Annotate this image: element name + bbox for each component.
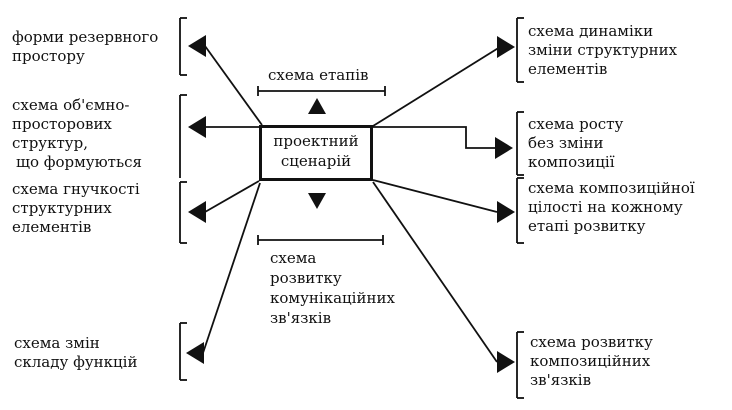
right-label-4: схема розвитку композиційних зв'язків xyxy=(530,333,653,390)
arrowhead-left-2 xyxy=(188,116,206,138)
bracket-right-4 xyxy=(516,331,524,399)
left-label-2-line1: схема об'ємно- xyxy=(12,96,130,114)
right-label-1-line2: зміни структурних xyxy=(528,41,678,59)
arrowhead-right-4 xyxy=(497,351,515,373)
left-label-2-line2: просторових xyxy=(12,115,112,133)
right-label-1-line1: схема динаміки xyxy=(528,22,654,40)
left-label-2-line4: що формуються xyxy=(16,153,142,171)
left-label-4-line2: складу функцій xyxy=(14,353,138,371)
left-label-1-line2: простору xyxy=(12,47,85,65)
arrowhead-right-1 xyxy=(497,36,515,58)
connector-right-3 xyxy=(372,179,498,213)
bottom-label: схема розвитку комунікаційних зв'язків xyxy=(270,248,395,328)
bracket-left-3 xyxy=(179,181,187,244)
connector-right-2 xyxy=(373,126,495,149)
bottom-label-line2: розвитку xyxy=(270,269,342,287)
arrowhead-right-3 xyxy=(497,201,515,223)
bracket-left-1 xyxy=(179,17,187,76)
left-label-3-line2: структурних xyxy=(12,199,112,217)
arrowhead-left-4 xyxy=(186,342,204,364)
right-label-3-line3: етапі розвитку xyxy=(528,217,646,235)
left-label-2: схема об'ємно- просторових структур, що … xyxy=(12,96,142,172)
center-label-line2: сценарій xyxy=(280,152,352,170)
connector-right-4 xyxy=(372,181,498,363)
bracket-right-2 xyxy=(516,111,524,176)
bracket-left-4 xyxy=(179,322,187,381)
bottom-label-line4: зв'язків xyxy=(270,309,332,327)
arrow-up-icon xyxy=(308,98,326,114)
right-label-1: схема динаміки зміни структурних елемент… xyxy=(528,22,677,79)
top-label: схема етапів xyxy=(268,66,369,84)
left-label-4: схема змін складу функцій xyxy=(14,334,137,372)
arrowhead-left-3 xyxy=(188,201,206,223)
right-label-4-line1: схема розвитку xyxy=(530,333,653,351)
bracket-left-2 xyxy=(179,94,187,178)
left-label-3-line3: елементів xyxy=(12,218,92,236)
arrowhead-left-1 xyxy=(188,35,206,57)
bar-bottom xyxy=(257,235,384,245)
left-label-3: схема гнучкості структурних елементів xyxy=(12,180,140,237)
right-label-2-line2: без зміни xyxy=(528,134,604,152)
connector-left-3 xyxy=(204,180,260,213)
connector-left-4 xyxy=(202,182,261,354)
center-box xyxy=(259,125,373,181)
bar-top xyxy=(257,86,386,96)
center-label-line1: проектний xyxy=(273,132,359,150)
right-label-2: схема росту без зміни композиції xyxy=(528,115,623,172)
arrowhead-right-2 xyxy=(495,137,513,159)
right-label-3: схема композиційної цілості на кожному е… xyxy=(528,179,695,236)
right-label-2-line3: композиції xyxy=(528,153,615,171)
center-label: проектний сценарій xyxy=(265,131,367,171)
right-label-1-line3: елементів xyxy=(528,60,608,78)
bottom-label-line1: схема xyxy=(270,249,317,267)
right-label-3-line1: схема композиційної xyxy=(528,179,695,197)
bracket-right-3 xyxy=(516,177,524,244)
right-label-4-line3: зв'язків xyxy=(530,371,592,389)
arrow-down-icon xyxy=(308,193,326,209)
left-label-2-line3: структур, xyxy=(12,134,88,152)
left-label-1-line1: форми резервного xyxy=(12,28,159,46)
right-label-4-line2: композиційних xyxy=(530,352,651,370)
right-label-3-line2: цілості на кожному xyxy=(528,198,683,216)
left-label-3-line1: схема гнучкості xyxy=(12,180,140,198)
left-label-4-line1: схема змін xyxy=(14,334,100,352)
bracket-right-1 xyxy=(516,17,524,83)
bottom-label-line3: комунікаційних xyxy=(270,289,395,307)
left-label-1: форми резервного простору xyxy=(12,28,158,66)
connector-left-1 xyxy=(204,45,263,126)
connector-right-1 xyxy=(372,46,501,127)
right-label-2-line1: схема росту xyxy=(528,115,624,133)
